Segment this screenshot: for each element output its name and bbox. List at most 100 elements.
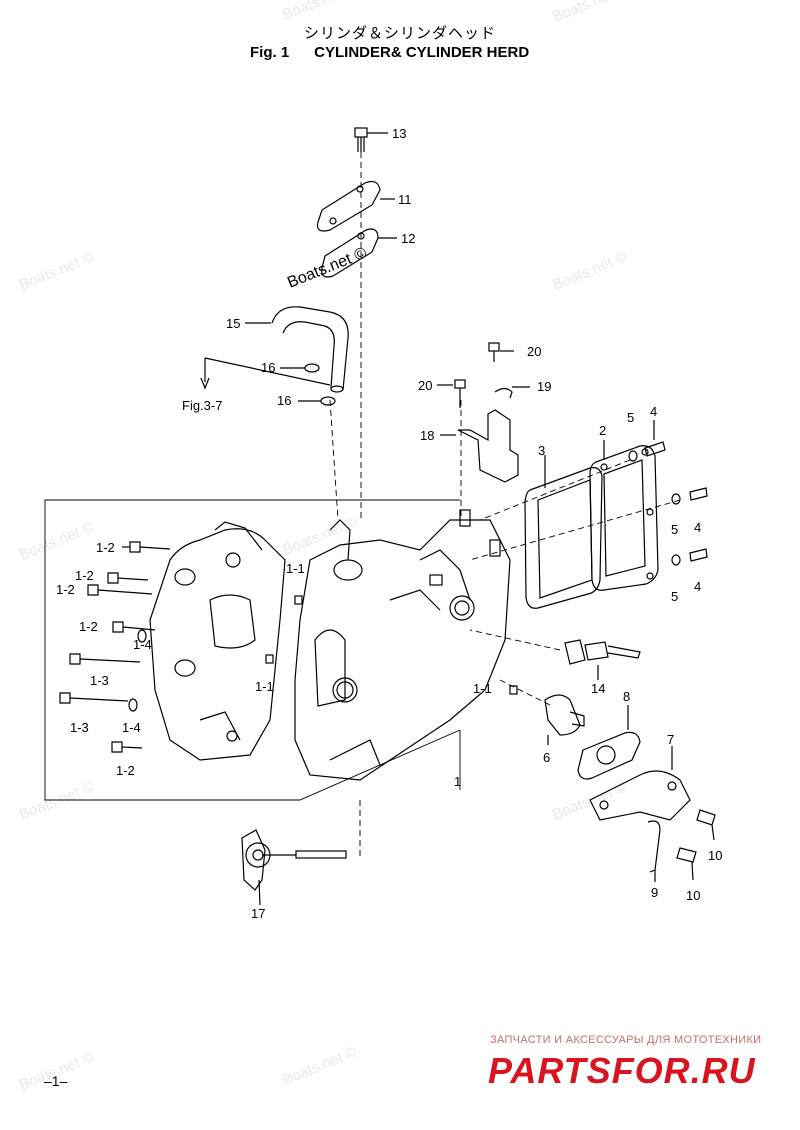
bracket-18: [440, 409, 519, 483]
callout-2: 2: [599, 423, 606, 438]
washer-5b: [671, 493, 681, 505]
head-cover-2: [589, 440, 659, 591]
callout-11: 11: [398, 192, 412, 207]
dowel-pin-1-1a: [294, 595, 303, 605]
dowel-pin-1-1b: [265, 654, 274, 664]
watermark: Boats.net ©: [280, 1043, 359, 1088]
bolt-1-2b: [107, 572, 149, 584]
callout-5: 5: [627, 410, 634, 425]
bolt-4b: [689, 487, 708, 501]
callout-18: 18: [420, 428, 434, 443]
watermark: Boats.net ©: [17, 778, 96, 823]
leader-lines: [329, 152, 681, 860]
watermark: Boats.net ©: [17, 248, 96, 293]
figure-caption: CYLINDER& CYLINDER HERD: [314, 44, 530, 61]
watermark: Boats.net ©: [550, 0, 629, 26]
callout-16: 16: [277, 393, 291, 408]
callout-5: 5: [671, 589, 678, 604]
page-number: –1–: [44, 1073, 68, 1089]
callout-7: 7: [667, 732, 674, 747]
linework: [44, 127, 716, 906]
gear-shaft-17: [241, 829, 347, 906]
callout-5: 5: [671, 522, 678, 537]
bolt-10a: [696, 809, 716, 841]
bolt-1-2c: [87, 584, 153, 596]
washer-5c: [671, 554, 681, 566]
callout-1-3: 1-3: [90, 673, 109, 688]
callout-13: 13: [392, 126, 406, 141]
figure-title: Fig. 1 CYLINDER& CYLINDER HERD: [250, 44, 529, 61]
store-tagline: ЗАПЧАСТИ И АКСЕССУАРЫ ДЛЯ МОТОТЕХНИКИ: [490, 1034, 762, 1046]
washer-1-4a: [137, 629, 147, 643]
callout-6: 6: [543, 750, 550, 765]
callout-4: 4: [650, 404, 657, 419]
clamp-16a: [280, 363, 320, 373]
cylinder-block-left: [149, 521, 286, 761]
watermark: Boats.net ©: [550, 248, 629, 293]
cover-plate-11: [316, 180, 395, 232]
bolt-4c: [689, 548, 708, 562]
callout-15: 15: [226, 316, 240, 331]
bolt-4a: [644, 420, 666, 457]
callout-4: 4: [694, 579, 701, 594]
callout-1-4: 1-4: [122, 720, 141, 735]
watermark: Boats.net ©: [17, 518, 96, 563]
washer-5a: [628, 450, 638, 462]
fig-reference-arrow: [200, 357, 331, 390]
assembly-boundary: [44, 499, 461, 801]
title-japanese: シリンダ＆シリンダヘッド: [303, 24, 496, 42]
callout-1-4: 1-4: [133, 637, 152, 652]
bolt-1-3b: [59, 692, 129, 704]
gasket-8: [577, 705, 641, 780]
callout-labels: 13 11 12 15 16 16 Fig.3-7 20 20 19 18 3 …: [56, 126, 722, 921]
clamp-16b: [298, 396, 336, 406]
bolt-1-2a: [122, 541, 171, 553]
callout-1-2: 1-2: [79, 619, 98, 634]
callout-10: 10: [686, 888, 700, 903]
callout-3: 3: [538, 443, 545, 458]
bolt-20a: [488, 342, 514, 362]
callout-1-3: 1-3: [70, 720, 89, 735]
callout-12: 12: [401, 231, 415, 246]
callout-10: 10: [708, 848, 722, 863]
callout-1-1: 1-1: [255, 679, 274, 694]
spark-plug-14: [564, 639, 641, 680]
bolt-20b: [437, 379, 466, 408]
cylinder-head: [294, 509, 511, 781]
washer-1-4b: [128, 698, 138, 712]
figure-number: Fig. 1: [250, 44, 290, 61]
callout-17: 17: [251, 906, 265, 921]
dowel-pin-1-1c: [509, 685, 518, 695]
callout-1-1: 1-1: [473, 681, 492, 696]
callout-8: 8: [623, 689, 630, 704]
bolt-1-2e: [111, 741, 143, 753]
thermostat-cover-7: [589, 746, 691, 821]
hose-15: [245, 306, 349, 393]
hook-9: [647, 820, 661, 882]
clip-19: [494, 386, 530, 399]
callout-4: 4: [694, 520, 701, 535]
callout-20: 20: [527, 344, 541, 359]
bolt-10b: [676, 847, 697, 881]
bolt-1-2d: [112, 621, 156, 633]
callout-9: 9: [651, 885, 658, 900]
bolt-1-3a: [69, 653, 141, 665]
callout-16: 16: [261, 360, 275, 375]
callout-14: 14: [591, 681, 605, 696]
callout-19: 19: [537, 379, 551, 394]
watermark: Boats.net ©: [280, 0, 359, 24]
callout-1-1: 1-1: [286, 561, 305, 576]
boats-logo-stamp: Boats.net ©: [285, 244, 369, 291]
store-logo: PARTSFOR.RU: [488, 1050, 756, 1091]
callout-20: 20: [418, 378, 432, 393]
bolt-13: [354, 127, 388, 152]
thermostat-6: [544, 694, 585, 745]
callout-1-2: 1-2: [116, 763, 135, 778]
callout-1-2: 1-2: [75, 568, 94, 583]
callout-1-2: 1-2: [96, 540, 115, 555]
gasket-12: [321, 228, 397, 278]
watermark: Boats.net ©: [280, 513, 359, 558]
callout-1-2: 1-2: [56, 582, 75, 597]
callout-1: 1: [454, 774, 461, 789]
